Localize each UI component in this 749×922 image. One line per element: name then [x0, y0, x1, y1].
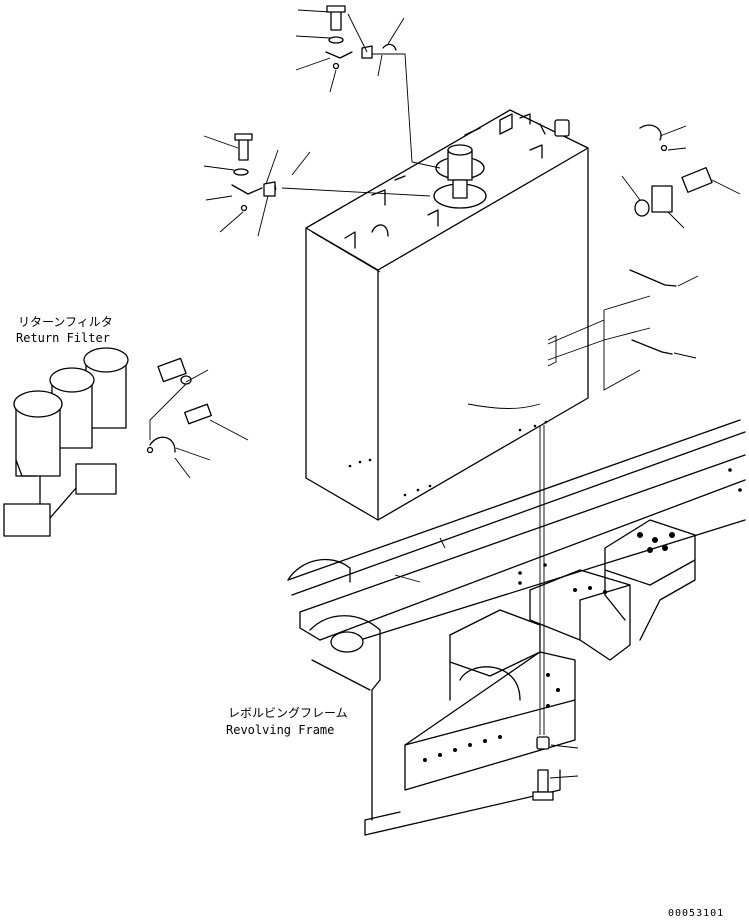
revolving-frame-label-en: Revolving Frame	[226, 723, 334, 737]
hydraulic-tank	[305, 109, 589, 521]
return-filter-label-en: Return Filter	[16, 331, 110, 345]
drawing-number: 00053101	[668, 908, 724, 919]
revolving-frame	[287, 419, 746, 836]
return-filter	[3, 347, 249, 537]
revolving-frame-label-jp: レボルビングフレーム	[228, 706, 348, 720]
return-filter-label-jp: リターンフィルタ	[18, 315, 113, 329]
sensor-assembly-middle	[203, 133, 311, 237]
sensor-assembly-top	[295, 5, 405, 93]
drain-line	[532, 425, 579, 801]
sensor-assembly-right	[547, 124, 741, 391]
